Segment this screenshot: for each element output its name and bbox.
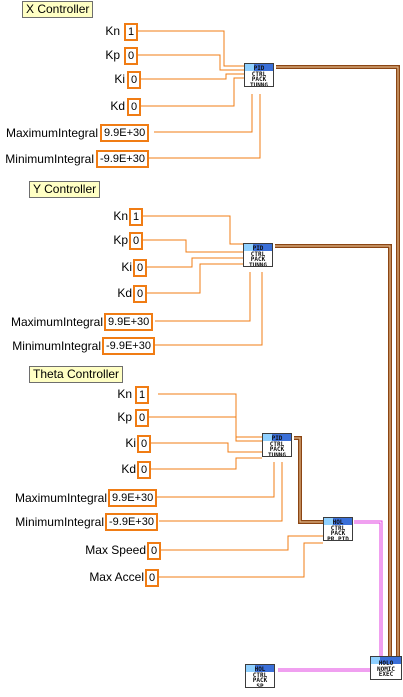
theta-controller-title: Theta Controller [29, 366, 124, 383]
holonomic-exec-vi[interactable]: HOLO NOMIC EXEC [370, 656, 402, 680]
hol-ctrl-pack-pr-pid-vi[interactable]: HOL CTRL PACK PR.PID [323, 517, 353, 541]
y-kn-label: Kn [113, 209, 128, 223]
x-minintegral-label: MinimumIntegral [5, 152, 94, 166]
y-ki-input[interactable]: 0 [133, 259, 148, 277]
x-kp-input[interactable]: 0 [124, 47, 139, 65]
y-maxintegral-label: MaximumIntegral [10, 315, 103, 329]
y-kp-label: Kp [113, 233, 128, 247]
hol-ctrl-pack-sp-vi-text: HOL CTRL PACK SP [252, 666, 268, 688]
vi-header-band [263, 434, 291, 441]
y-pid-tuning-vi-text: PID CTRL PACK TUNNG [248, 245, 268, 267]
y-kp-input[interactable]: 0 [129, 232, 144, 250]
vi-header-accent [246, 665, 255, 672]
theta-minintegral-label: MinimumIntegral [15, 515, 104, 529]
vi-header-band [324, 518, 352, 525]
x-pid-tuning-vi-text: PID CTRL PACK TUNNG [249, 65, 269, 87]
x-kp-label: Kp [105, 48, 120, 62]
y-kn-input[interactable]: 1 [129, 208, 144, 226]
x-ki-input[interactable]: 0 [127, 71, 142, 89]
vi-header-band [244, 244, 272, 251]
max-accel-label: Max Accel [89, 570, 144, 584]
theta-kd-label: Kd [121, 462, 136, 476]
vi-header-accent [371, 657, 380, 664]
vi-header-band [246, 665, 274, 672]
x-kd-label: Kd [110, 99, 125, 113]
x-maxintegral-input[interactable]: 9.9E+30 [100, 124, 150, 142]
theta-minintegral-input[interactable]: -9.9E+30 [105, 513, 158, 531]
x-controller-title: X Controller [22, 1, 94, 18]
max-accel-input[interactable]: 0 [145, 569, 160, 587]
x-kn-label: Kn [105, 24, 120, 38]
theta-ki-label: Ki [125, 436, 136, 450]
x-maxintegral-label: MaximumIntegral [5, 126, 98, 140]
x-ki-label: Ki [114, 72, 125, 86]
vi-header-accent [244, 244, 253, 251]
hol-ctrl-pack-sp-vi[interactable]: HOL CTRL PACK SP [245, 664, 275, 688]
theta-pid-tuning-vi[interactable]: PID CTRL PACK TUNNG [262, 433, 292, 457]
x-pid-tuning-vi[interactable]: PID CTRL PACK TUNNG [244, 63, 274, 87]
x-minintegral-input[interactable]: -9.9E+30 [96, 150, 149, 168]
hol-ctrl-pack-pr-pid-vi-text: HOL CTRL PACK PR.PID [327, 519, 349, 541]
vi-header-accent [245, 64, 254, 71]
y-minintegral-input[interactable]: -9.9E+30 [102, 337, 155, 355]
vi-header-band [245, 64, 273, 71]
max-speed-input[interactable]: 0 [147, 542, 162, 560]
y-pid-tuning-vi[interactable]: PID CTRL PACK TUNNG [243, 243, 273, 267]
vi-header-band [371, 657, 401, 664]
y-maxintegral-input[interactable]: 9.9E+30 [104, 313, 154, 331]
theta-kd-input[interactable]: 0 [137, 461, 152, 479]
theta-pid-tuning-vi-text: PID CTRL PACK TUNNG [267, 435, 287, 457]
theta-maxintegral-input[interactable]: 9.9E+30 [108, 489, 158, 507]
theta-kp-input[interactable]: 0 [135, 409, 150, 427]
max-speed-label: Max Speed [85, 543, 146, 557]
x-kn-input[interactable]: 1 [124, 23, 139, 41]
y-controller-title: Y Controller [29, 181, 101, 198]
vi-header-accent [263, 434, 272, 441]
theta-kn-input[interactable]: 1 [135, 386, 150, 404]
y-ki-label: Ki [121, 260, 132, 274]
theta-kp-label: Kp [117, 410, 132, 424]
vi-header-accent [324, 518, 333, 525]
theta-kn-label: Kn [117, 387, 132, 401]
holonomic-exec-vi-text: HOLO NOMIC EXEC [376, 660, 396, 679]
x-kd-input[interactable]: 0 [127, 98, 142, 116]
theta-maxintegral-label: MaximumIntegral [14, 491, 107, 505]
y-kd-label: Kd [117, 286, 132, 300]
y-kd-input[interactable]: 0 [133, 285, 148, 303]
theta-ki-input[interactable]: 0 [137, 435, 152, 453]
y-minintegral-label: MinimumIntegral [12, 339, 101, 353]
